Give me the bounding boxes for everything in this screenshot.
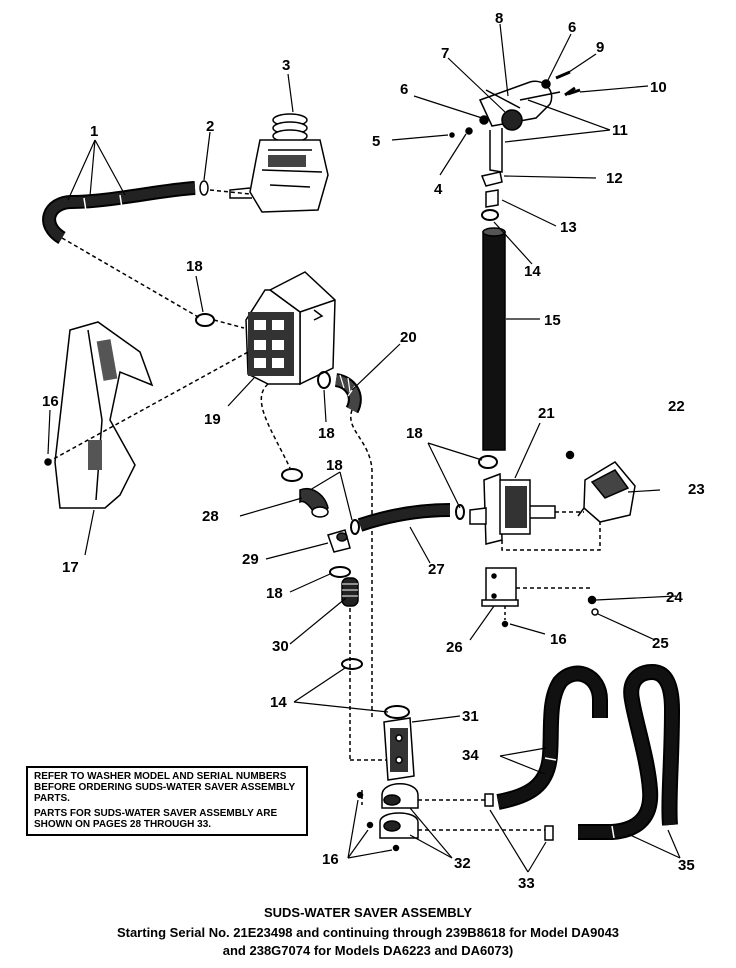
hose-35 — [578, 663, 681, 840]
clamp-18e — [329, 566, 351, 578]
screw-10 — [567, 88, 581, 96]
callout-19: 19 — [204, 411, 221, 428]
callout-18c: 18 — [406, 425, 423, 442]
hose-15 — [482, 227, 506, 451]
callout-8: 8 — [495, 10, 503, 27]
screw-16b — [501, 620, 509, 628]
bracket-17 — [54, 321, 154, 509]
hose-20 — [334, 373, 362, 414]
coupling-33a — [484, 793, 494, 807]
callout-18b: 18 — [318, 425, 335, 442]
coupling-33b — [544, 825, 554, 841]
callout-21: 21 — [538, 405, 555, 422]
hose-34 — [496, 665, 608, 810]
callout-29: 29 — [242, 551, 259, 568]
callout-22: 22 — [668, 398, 685, 415]
callout-3: 3 — [282, 57, 290, 74]
callout-20: 20 — [400, 329, 417, 346]
nozzle-13 — [485, 189, 499, 208]
callout-18a: 18 — [186, 258, 203, 275]
callout-35: 35 — [678, 857, 695, 874]
callout-33: 33 — [518, 875, 535, 892]
ordering-note-box: Refer to washer model and serial numbers… — [26, 766, 308, 836]
callout-7: 7 — [441, 45, 449, 62]
callout-14a: 14 — [524, 263, 541, 280]
subtitle-line-2: and 238G7074 for Models DA6223 and DA607… — [222, 943, 514, 958]
switch-23 — [577, 461, 636, 523]
grommet-12 — [480, 171, 503, 187]
manifold-31 — [383, 717, 415, 781]
callout-17: 17 — [62, 559, 79, 576]
screw-16d — [366, 821, 374, 829]
callout-5: 5 — [372, 133, 380, 150]
callout-11: 11 — [612, 122, 628, 139]
callout-27: 27 — [428, 561, 445, 578]
washer-4 — [465, 127, 473, 135]
bracket-26 — [481, 567, 519, 607]
callout-34: 34 — [462, 747, 479, 764]
clamp-18b — [317, 371, 331, 389]
clamp-14a — [481, 209, 499, 221]
clamp-14b — [341, 658, 363, 670]
pump-3 — [229, 113, 329, 213]
callout-6b: 6 — [568, 19, 576, 36]
clamp-18a — [195, 313, 215, 327]
clamp-14c — [384, 705, 410, 719]
screw-16c — [356, 791, 364, 799]
valve-32b — [379, 812, 419, 839]
screw-16e — [392, 844, 400, 852]
valve-32a — [381, 783, 419, 809]
screw-16a — [44, 458, 52, 466]
note-line-1: Refer to washer model and serial numbers… — [34, 771, 295, 804]
callout-9: 9 — [596, 39, 604, 56]
pump-21 — [469, 472, 556, 545]
connector-29 — [327, 529, 351, 553]
callout-12: 12 — [606, 170, 623, 187]
washer-6b — [541, 79, 551, 89]
callout-2: 2 — [206, 118, 214, 135]
diagram-title: SUDS-WATER SAVER ASSEMBLY — [263, 905, 473, 920]
callout-10: 10 — [650, 79, 667, 96]
callout-labels: 1 2 3 4 5 6 6 7 8 9 10 11 12 13 14 15 16… — [42, 10, 705, 892]
clamp-18c — [478, 455, 498, 469]
callout-1: 1 — [90, 123, 98, 140]
callout-16c: 16 — [322, 851, 339, 868]
callout-24: 24 — [666, 589, 683, 606]
callout-18d: 18 — [326, 457, 343, 474]
callout-4: 4 — [434, 181, 443, 198]
note-line-2: Parts for suds-water saver assembly are … — [34, 808, 278, 830]
hose-27 — [357, 503, 451, 532]
screw-22 — [565, 450, 575, 460]
callout-14b: 14 — [270, 694, 287, 711]
callout-15: 15 — [544, 312, 561, 329]
clamp-2 — [199, 180, 209, 196]
callout-16a: 16 — [42, 393, 59, 410]
diagram-subtitle: Starting Serial No. 21E23498 and continu… — [0, 924, 736, 960]
callout-23: 23 — [688, 481, 705, 498]
callout-16b: 16 — [550, 631, 567, 648]
callout-31: 31 — [462, 708, 479, 725]
siphon-break-assembly — [478, 80, 561, 173]
leader-lines — [47, 23, 681, 873]
screw-24 — [587, 595, 597, 605]
callout-26: 26 — [446, 639, 463, 656]
callout-13: 13 — [560, 219, 577, 236]
callout-25: 25 — [652, 635, 669, 652]
elbow-28 — [299, 488, 329, 518]
callout-28: 28 — [202, 508, 219, 525]
callout-18e: 18 — [266, 585, 283, 602]
callout-6a: 6 — [400, 81, 408, 98]
callout-32: 32 — [454, 855, 471, 872]
subtitle-line-1: Starting Serial No. 21E23498 and continu… — [116, 925, 620, 940]
clamp-18d — [281, 468, 303, 482]
hose-1 — [42, 181, 196, 245]
hose-30 — [341, 577, 359, 607]
callout-30: 30 — [272, 638, 289, 655]
valve-assembly-19 — [245, 271, 336, 386]
washer-25 — [591, 608, 599, 616]
